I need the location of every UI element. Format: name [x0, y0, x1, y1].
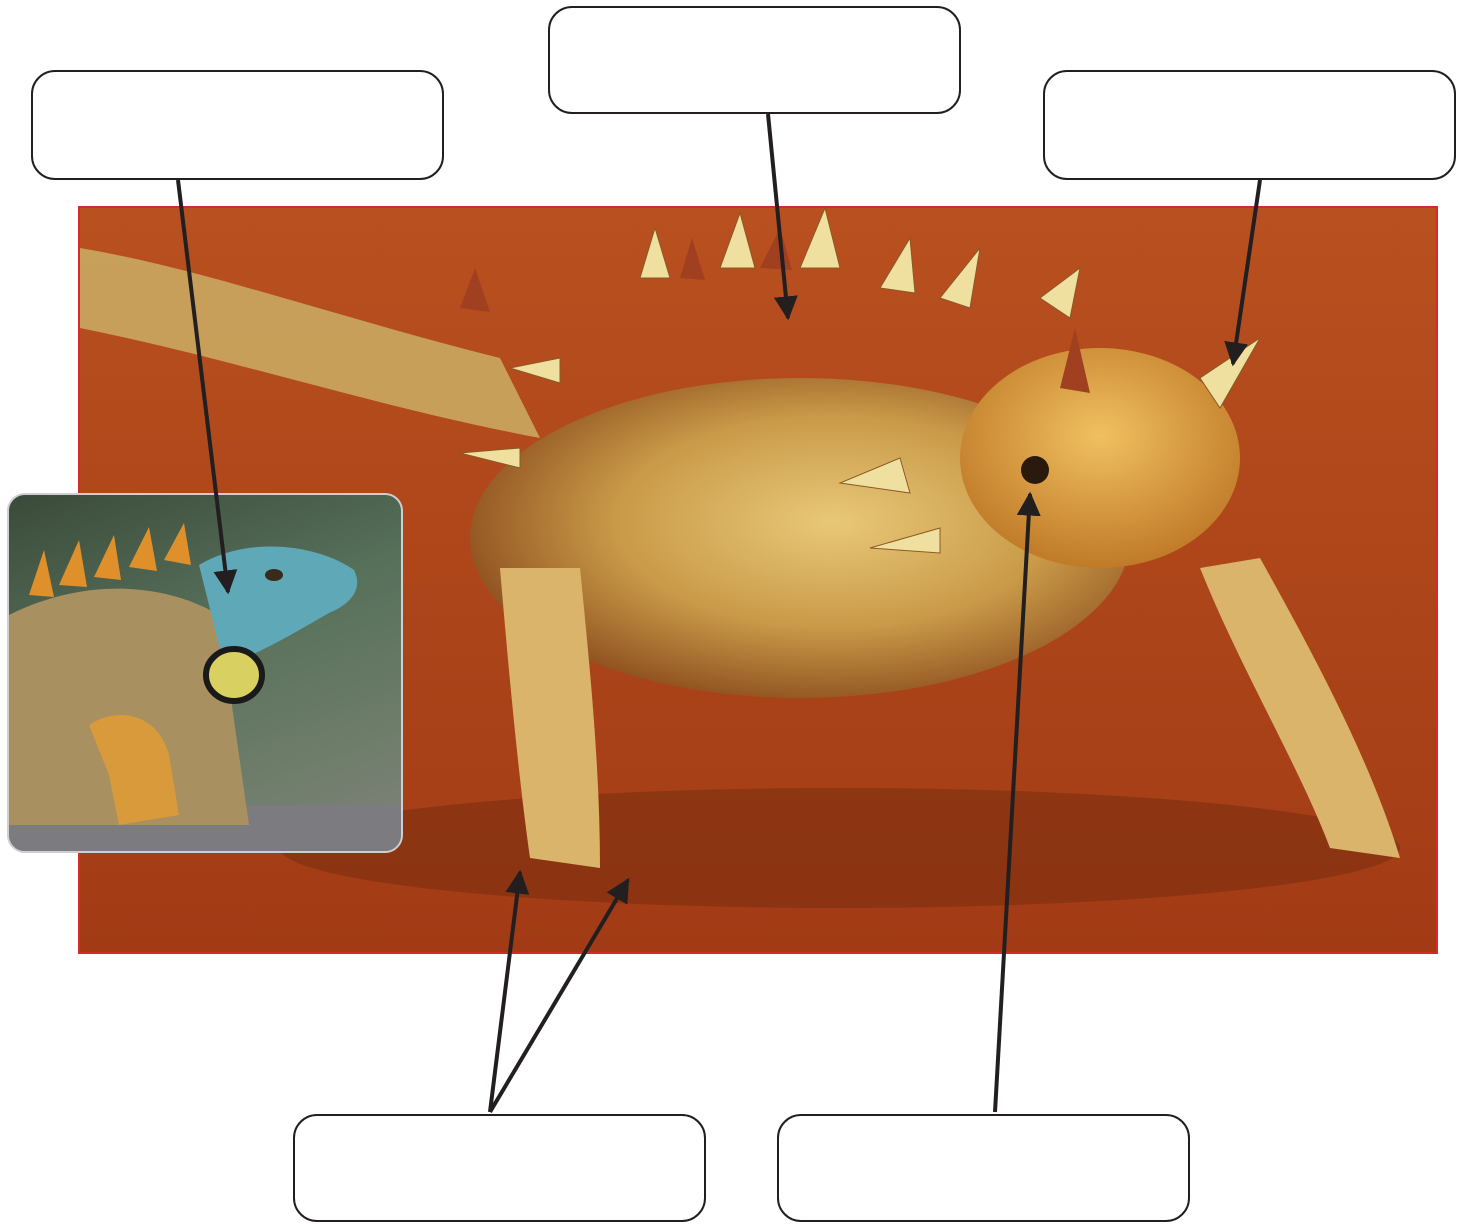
label-box-top-left[interactable]	[31, 70, 444, 180]
label-box-bottom-left[interactable]	[293, 1114, 706, 1222]
label-box-top-right[interactable]	[1043, 70, 1456, 180]
iguana-inset-photo	[7, 493, 403, 853]
label-box-top-center[interactable]	[548, 6, 961, 114]
label-box-bottom-right[interactable]	[777, 1114, 1190, 1222]
